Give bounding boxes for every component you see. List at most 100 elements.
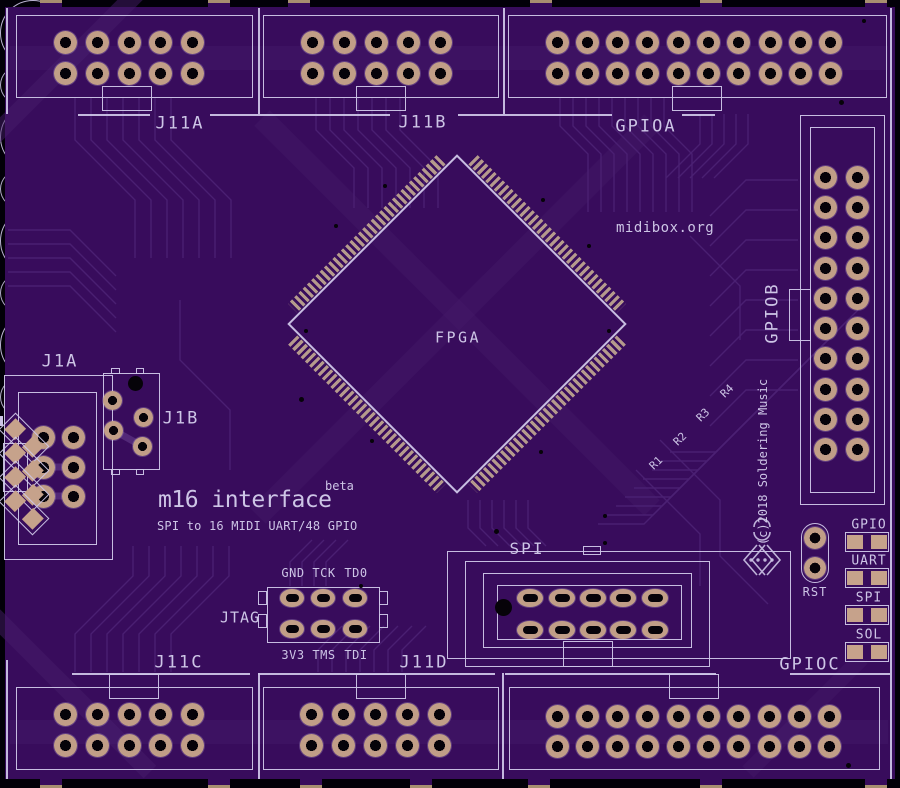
through-hole-pad <box>696 30 720 54</box>
board-edge-tab <box>865 0 887 9</box>
silkscreen-line <box>258 673 495 675</box>
board-edge-tab <box>700 0 722 9</box>
jumper-pad <box>871 608 887 622</box>
through-hole-pad <box>813 407 837 431</box>
through-hole-pad <box>845 165 869 189</box>
through-hole-pad <box>575 61 599 85</box>
jtag-label: JTAG <box>219 608 261 627</box>
connector-gpiob-label: GPIOB <box>762 282 783 344</box>
oval-pad <box>642 621 668 639</box>
pad-hole <box>647 626 663 634</box>
through-hole-pad <box>757 704 781 728</box>
through-hole-pad <box>635 61 659 85</box>
silkscreen-line <box>790 673 890 675</box>
through-hole-pad <box>726 30 750 54</box>
through-hole-pad <box>605 704 629 728</box>
oval-pad <box>642 589 668 607</box>
through-hole-pad <box>696 734 720 758</box>
through-hole-pad <box>117 733 141 757</box>
through-hole-pad <box>758 61 782 85</box>
jumper-pad <box>871 571 887 585</box>
board-edge-tab <box>865 779 887 788</box>
through-hole-pad <box>818 30 842 54</box>
via-hole <box>334 224 338 228</box>
through-hole-pad <box>845 286 869 310</box>
through-hole-pad <box>804 557 826 579</box>
silkscreen-line <box>503 8 505 114</box>
silkscreen-line <box>6 660 8 779</box>
through-hole-pad <box>845 377 869 401</box>
pad-hole <box>522 594 538 602</box>
connector-gpioc-label: GPIOC <box>779 654 841 675</box>
through-hole-pad <box>363 733 387 757</box>
through-hole-pad <box>133 407 153 427</box>
oval-pad <box>311 589 335 607</box>
connector-j11a-outline <box>16 15 253 98</box>
silkscreen-line <box>210 114 390 116</box>
oval-pad <box>549 621 575 639</box>
connector-j11b-outline <box>263 15 499 98</box>
jtag-pin-label-bottom: TDI <box>344 648 368 662</box>
through-hole-pad <box>331 702 355 726</box>
through-hole-pad <box>545 30 569 54</box>
oval-pad <box>580 589 606 607</box>
pad-hole <box>615 626 631 634</box>
via-hole <box>383 184 387 188</box>
spi-label: SPI <box>509 539 545 558</box>
connector-j11d-label: J11D <box>399 652 449 673</box>
through-hole-pad <box>575 30 599 54</box>
jumper-pad <box>847 645 863 659</box>
pad-hole <box>554 626 570 634</box>
through-hole-pad <box>299 733 323 757</box>
oval-pad <box>517 589 543 607</box>
through-hole-pad <box>396 30 420 54</box>
through-hole-pad <box>813 165 837 189</box>
through-hole-pad <box>605 61 629 85</box>
through-hole-pad <box>605 30 629 54</box>
through-hole-pad <box>813 437 837 461</box>
pad-hole <box>285 625 299 633</box>
via-hole <box>370 439 374 443</box>
through-hole-pad <box>180 733 204 757</box>
through-hole-pad <box>813 377 837 401</box>
jumper-pad <box>847 571 863 585</box>
through-hole-pad <box>813 195 837 219</box>
through-hole-pad <box>845 316 869 340</box>
jtag-pin-label-bottom: 3V3 <box>281 648 305 662</box>
silkscreen-line <box>258 8 260 114</box>
through-hole-pad <box>545 704 569 728</box>
through-hole-pad <box>117 702 141 726</box>
connector-j11c-notch <box>109 674 159 699</box>
via-hole <box>587 244 591 248</box>
through-hole-pad <box>299 702 323 726</box>
jumper-dot <box>0 418 3 421</box>
connector-j1b-tab <box>111 368 120 374</box>
through-hole-pad <box>364 61 388 85</box>
jumper-label: GPIO <box>851 517 887 533</box>
board-title-beta: beta <box>325 479 354 493</box>
oval-pad <box>610 621 636 639</box>
silkscreen-line <box>505 673 716 675</box>
through-hole-pad <box>696 61 720 85</box>
oval-pad <box>580 621 606 639</box>
through-hole-pad <box>813 316 837 340</box>
jtag-pin-label-top: TCK <box>312 566 336 580</box>
board-edge-tab <box>208 779 230 788</box>
board-edge-tab <box>300 779 322 788</box>
connector-gpiob-notch <box>789 289 811 341</box>
pad-hole <box>348 594 362 602</box>
through-hole-pad <box>53 702 77 726</box>
through-hole-pad <box>427 702 451 726</box>
through-hole-pad <box>363 702 387 726</box>
board-title: m16 interface <box>158 487 332 513</box>
via-hole <box>127 375 143 391</box>
spi-notch <box>563 641 613 667</box>
resistor-pad <box>22 507 45 530</box>
connector-j1b-tab <box>111 469 120 475</box>
through-hole-pad <box>666 61 690 85</box>
pad-hole <box>647 594 663 602</box>
board-edge-tab <box>208 0 230 9</box>
jumper-outline <box>845 532 889 552</box>
silkscreen-line <box>6 8 8 114</box>
board-edge-tab <box>40 0 62 9</box>
